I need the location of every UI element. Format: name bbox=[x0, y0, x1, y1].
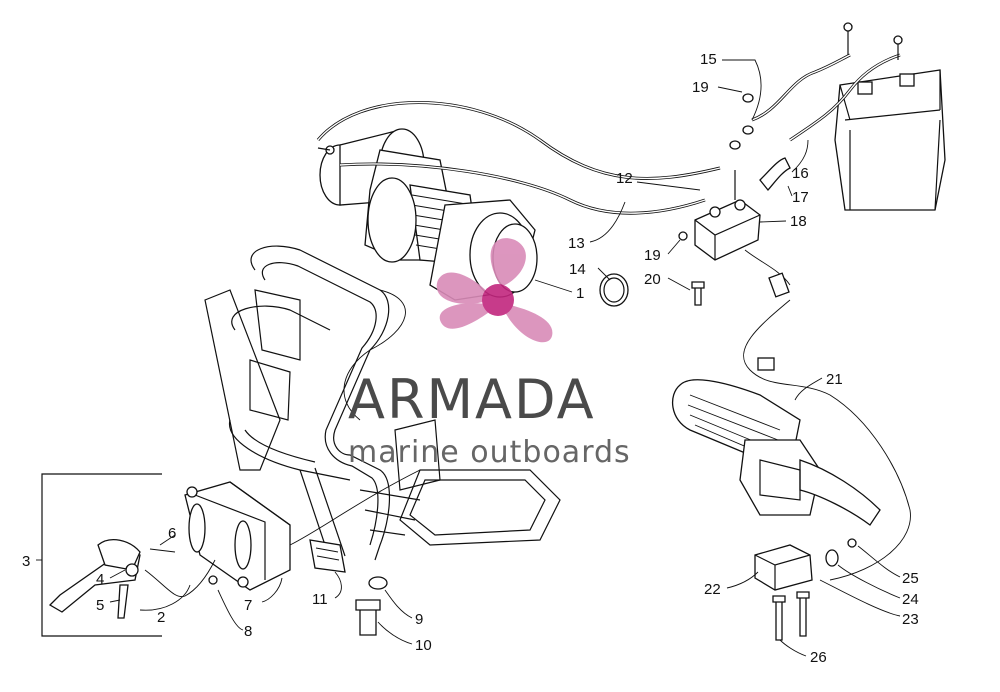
control-harness bbox=[743, 249, 911, 581]
callout-13: 13 bbox=[568, 235, 585, 252]
callout-6: 6 bbox=[168, 525, 176, 542]
callout-5: 5 bbox=[96, 597, 104, 614]
callout-18: 18 bbox=[790, 213, 807, 230]
callout-labels: 1 2 3 4 5 6 7 8 9 10 11 12 13 14 15 16 1… bbox=[22, 51, 919, 666]
winch-fairlead bbox=[184, 469, 421, 591]
group-bracket-3 bbox=[41, 473, 162, 637]
battery-cables bbox=[729, 22, 903, 192]
winch-cables bbox=[316, 101, 721, 421]
callout-25: 25 bbox=[902, 570, 919, 587]
callout-17: 17 bbox=[792, 189, 809, 206]
armada-logo bbox=[436, 238, 553, 343]
callout-16: 16 bbox=[792, 165, 809, 182]
callout-24: 24 bbox=[902, 591, 919, 608]
winch-remote bbox=[48, 539, 218, 619]
callout-10: 10 bbox=[415, 637, 432, 654]
callout-15: 15 bbox=[700, 51, 717, 68]
callout-2: 2 bbox=[157, 609, 165, 626]
callout-23: 23 bbox=[902, 611, 919, 628]
solenoid bbox=[678, 170, 761, 306]
handlebar-switch bbox=[671, 379, 881, 526]
clamp-ring bbox=[599, 273, 629, 307]
callout-4: 4 bbox=[96, 571, 104, 588]
callout-9: 9 bbox=[415, 611, 423, 628]
battery bbox=[834, 69, 946, 211]
callout-22: 22 bbox=[704, 581, 721, 598]
callout-19-top: 19 bbox=[692, 79, 709, 96]
callout-21: 21 bbox=[826, 371, 843, 388]
callout-3: 3 bbox=[22, 553, 30, 570]
callout-8: 8 bbox=[244, 623, 252, 640]
switch-mount bbox=[754, 538, 857, 641]
callout-12: 12 bbox=[616, 170, 633, 187]
watermark-title: ARMADA bbox=[348, 368, 596, 431]
callout-20: 20 bbox=[644, 271, 661, 288]
leader-lines bbox=[36, 59, 901, 657]
callout-14: 14 bbox=[569, 261, 586, 278]
small-hardware bbox=[309, 539, 388, 636]
watermark-subtitle: marine outboards bbox=[348, 435, 631, 470]
callout-26: 26 bbox=[810, 649, 827, 666]
callout-19-bottom: 19 bbox=[644, 247, 661, 264]
callout-1: 1 bbox=[576, 285, 584, 302]
callout-7: 7 bbox=[244, 597, 252, 614]
callout-11: 11 bbox=[312, 591, 328, 608]
